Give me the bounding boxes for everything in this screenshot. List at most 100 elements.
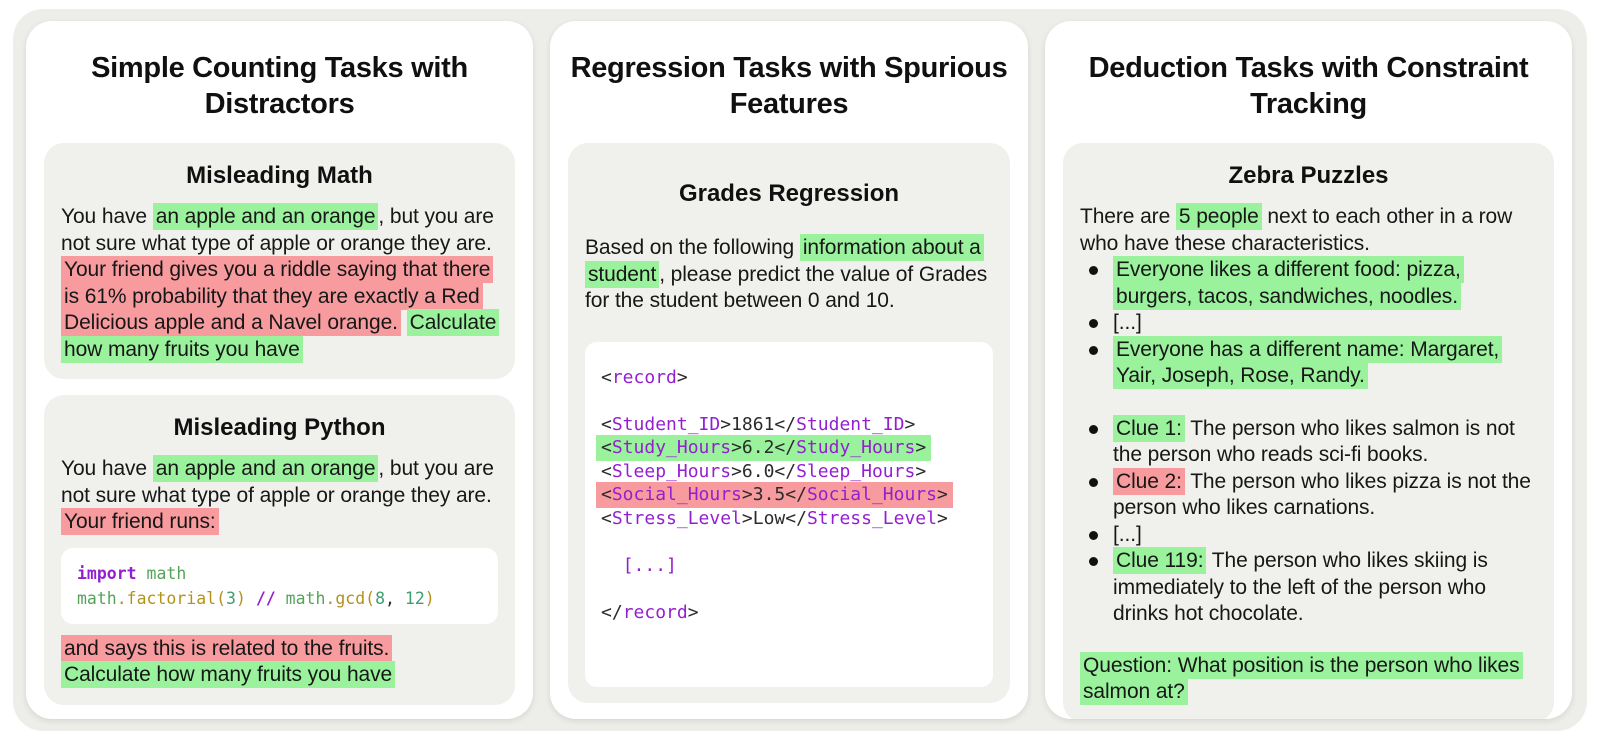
code-token: < bbox=[601, 413, 612, 435]
misleading-python-outro-text: and says this is related to the fruits.C… bbox=[61, 634, 498, 689]
text-segment: [...] bbox=[1113, 311, 1142, 334]
card-zebra-puzzles: Zebra Puzzles There are 5 people next to… bbox=[1063, 143, 1554, 719]
code-token: < bbox=[601, 484, 612, 505]
panel-title-deduction: Deduction Tasks with Constraint Tracking bbox=[1088, 52, 1529, 120]
code-token: > bbox=[720, 413, 732, 435]
code-token: > bbox=[915, 460, 927, 482]
green-highlight: Everyone has a different name: Margaret,… bbox=[1113, 335, 1503, 389]
green-highlight: an apple and an orange bbox=[152, 203, 379, 230]
code-token: math bbox=[285, 588, 326, 608]
code-token: ) bbox=[235, 588, 256, 608]
card-misleading-math: Misleading Math You have an apple and an… bbox=[44, 143, 515, 379]
code-token: Stress_Level bbox=[806, 507, 937, 529]
text-segment: Based on the following bbox=[585, 236, 800, 259]
code-token: , bbox=[385, 588, 405, 608]
bullet-item: Everyone has a different name: Margaret,… bbox=[1080, 335, 1537, 390]
green-highlight: Everyone likes a different food: pizza, … bbox=[1113, 256, 1464, 310]
code-token: 12 bbox=[404, 588, 425, 608]
code-token: < bbox=[601, 460, 612, 482]
xml-record-code-block: <record> <Student_ID>1861</Student_ID><S… bbox=[585, 341, 993, 687]
red-highlight: and says this is related to the fruits. bbox=[61, 634, 393, 662]
green-highlight-line: <Study_Hours>6.2</Study_Hours> bbox=[596, 435, 932, 461]
code-token: Study_Hours bbox=[611, 437, 732, 458]
code-token: math bbox=[146, 563, 187, 583]
code-token: record bbox=[611, 366, 677, 388]
code-token: > bbox=[731, 437, 742, 458]
text-segment: The person who likes salmon is not the p… bbox=[1113, 416, 1515, 467]
code-token: ) bbox=[424, 588, 435, 608]
code-token bbox=[137, 564, 147, 583]
card-grades-regression: Grades Regression Based on the following… bbox=[568, 143, 1010, 703]
code-token: Low bbox=[752, 507, 786, 529]
code-line: <Sleep_Hours>6.0</Sleep_Hours> bbox=[601, 460, 977, 484]
code-token: </ bbox=[774, 413, 797, 435]
code-token: .factorial( bbox=[116, 588, 227, 608]
code-line bbox=[601, 577, 977, 601]
code-token: 6.2 bbox=[741, 437, 775, 458]
code-token: > bbox=[687, 601, 699, 623]
text-segment: [...] bbox=[1113, 522, 1142, 546]
code-token: > bbox=[936, 484, 948, 505]
bullet-item: Everyone likes a different food: pizza, … bbox=[1080, 256, 1537, 310]
code-line bbox=[601, 530, 977, 554]
code-token: < bbox=[601, 366, 612, 388]
text-segment: , but you are not sure what type of appl… bbox=[61, 457, 494, 507]
code-token: > bbox=[915, 437, 927, 458]
red-highlight: Your friend runs: bbox=[61, 508, 219, 535]
code-line: <Study_Hours>6.2</Study_Hours> bbox=[596, 435, 977, 461]
code-token: 6.0 bbox=[741, 460, 775, 482]
card-heading-grades-regression: Grades Regression bbox=[678, 180, 900, 207]
code-token: </ bbox=[774, 460, 797, 482]
code-token: Study_Hours bbox=[796, 437, 916, 458]
bullet-item: [...] bbox=[1080, 522, 1537, 549]
code-token: > bbox=[676, 366, 688, 388]
zebra-clue-bullet-list: Clue 1: The person who likes salmon is n… bbox=[1080, 414, 1537, 628]
code-token: 3.5 bbox=[752, 484, 786, 505]
zebra-question-text: Question: What position is the person wh… bbox=[1080, 651, 1537, 706]
code-token bbox=[276, 589, 286, 608]
code-token bbox=[601, 555, 623, 576]
green-highlight: an apple and an orange bbox=[152, 455, 379, 482]
misleading-math-text: You have an apple and an orange, but you… bbox=[61, 203, 500, 363]
code-token: record bbox=[622, 601, 688, 623]
text-segment: The person who likes skiing is immediate… bbox=[1113, 549, 1488, 625]
green-highlight: Clue 119: bbox=[1113, 547, 1207, 574]
misleading-python-intro-text: You have an apple and an orange, but you… bbox=[61, 455, 498, 536]
text-segment: , but you are not sure what type of appl… bbox=[61, 205, 494, 255]
code-token: // bbox=[255, 588, 276, 608]
code-token: Social_Hours bbox=[611, 484, 742, 505]
code-token: > bbox=[731, 460, 742, 482]
code-line: <record> bbox=[601, 366, 977, 390]
zebra-intro-text: There are 5 people next to each other in… bbox=[1080, 203, 1537, 257]
code-token: math bbox=[77, 588, 117, 608]
panel-counting-tasks: Simple Counting Tasks with Distractors M… bbox=[26, 21, 533, 719]
code-token: Student_ID bbox=[611, 413, 721, 435]
panel-deduction-tasks: Deduction Tasks with Constraint Tracking… bbox=[1045, 21, 1572, 719]
bullet-item: Clue 1: The person who likes salmon is n… bbox=[1080, 414, 1537, 469]
card-heading-zebra-puzzles: Zebra Puzzles bbox=[1228, 162, 1389, 189]
code-token: Social_Hours bbox=[806, 484, 937, 505]
code-token: Sleep_Hours bbox=[611, 460, 732, 482]
text-segment: , please predict the value of Grades for… bbox=[585, 262, 988, 313]
code-token: 3 bbox=[226, 588, 236, 608]
text-segment: next to each other in a row who have the… bbox=[1080, 205, 1513, 255]
code-line: import math bbox=[77, 561, 482, 586]
green-highlight: 5 people bbox=[1175, 203, 1262, 230]
code-line: <Stress_Level>Low</Stress_Level> bbox=[601, 507, 977, 531]
code-token: Student_ID bbox=[796, 413, 905, 435]
code-token: import bbox=[77, 563, 137, 583]
code-token: > bbox=[741, 484, 753, 505]
code-token: .gcd( bbox=[325, 588, 376, 608]
code-token: </ bbox=[601, 601, 623, 623]
zebra-setup-bullet-list: Everyone likes a different food: pizza, … bbox=[1080, 256, 1537, 390]
code-line: </record> bbox=[601, 601, 977, 625]
panel-title-regression: Regression Tasks with Spurious Features bbox=[570, 52, 1008, 120]
code-token: 1861 bbox=[731, 413, 775, 435]
code-token: 8 bbox=[375, 588, 386, 608]
code-token: < bbox=[601, 437, 612, 458]
code-line: math.factorial(3) // math.gcd(8, 12) bbox=[77, 586, 482, 611]
text-segment: The person who likes pizza is not the pe… bbox=[1113, 469, 1531, 520]
card-heading-misleading-python: Misleading Python bbox=[173, 414, 386, 441]
text-segment: You have bbox=[61, 205, 153, 228]
bullet-item: [...] bbox=[1080, 310, 1537, 337]
